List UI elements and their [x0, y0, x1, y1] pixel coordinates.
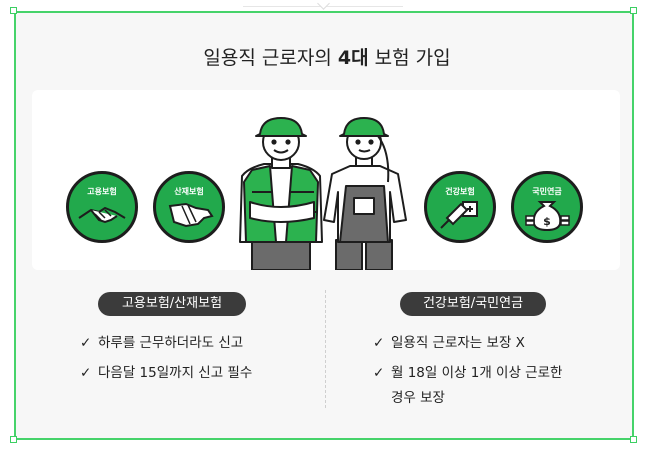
- column-divider: [325, 290, 326, 408]
- pill-health-pension: 건강보험/국민연금: [400, 292, 546, 316]
- list-item: ✓ 다음달 15일까지 신고 필수: [80, 361, 252, 385]
- resize-handle-bottom-right[interactable]: [630, 436, 637, 443]
- check-icon: ✓: [80, 335, 92, 351]
- list-item-text: 경우 보장: [391, 390, 445, 406]
- badge-national-pension: 국민연금 $: [511, 171, 583, 243]
- badge-label: 건강보험: [445, 187, 475, 196]
- list-item-text: 월 18일 이상 1개 이상 근로한: [391, 365, 563, 381]
- list-item-text: 하루를 근무하더라도 신고: [98, 335, 244, 351]
- female-worker: [323, 117, 407, 270]
- pill-employment-industrial: 고용보험/산재보험: [98, 292, 246, 316]
- list-item: ✓ 일용직 근로자는 보장 X: [373, 331, 562, 355]
- title-part2: 보험 가입: [368, 47, 451, 69]
- badge-label: 국민연금: [532, 187, 562, 196]
- check-icon: ✓: [80, 365, 92, 381]
- check-icon: ✓: [373, 365, 385, 381]
- syringe-icon: [440, 201, 478, 229]
- top-tab-notch: [243, 0, 403, 7]
- male-worker: [239, 117, 323, 270]
- money-bag-icon: $: [525, 201, 570, 232]
- resize-handle-top-left[interactable]: [10, 7, 17, 14]
- bandaged-hand-icon: [168, 202, 214, 228]
- resize-handle-top-right[interactable]: [630, 7, 637, 14]
- right-list: ✓ 일용직 근로자는 보장 X ✓ 월 18일 이상 1개 이상 근로한 경우 …: [373, 331, 562, 419]
- workers-illustration: [239, 117, 407, 270]
- list-item-text: 다음달 15일까지 신고 필수: [98, 365, 253, 381]
- title-bold: 4대: [337, 47, 369, 69]
- svg-text:$: $: [543, 215, 551, 228]
- title-part1: 일용직 근로자의: [203, 47, 338, 69]
- badge-industrial-insurance: 산재보험: [153, 171, 225, 243]
- list-item: ✓ 월 18일 이상 1개 이상 근로한: [373, 361, 562, 385]
- left-list: ✓ 하루를 근무하더라도 신고 ✓ 다음달 15일까지 신고 필수: [80, 331, 252, 394]
- badge-health-insurance: 건강보험: [424, 171, 496, 243]
- list-item-continuation: 경우 보장: [373, 386, 562, 410]
- page-title: 일용직 근로자의 4대 보험 가입: [0, 43, 654, 70]
- list-item-text: 일용직 근로자는 보장 X: [391, 335, 525, 351]
- badge-label: 산재보험: [174, 187, 204, 196]
- resize-handle-bottom-left[interactable]: [10, 436, 17, 443]
- list-item: ✓ 하루를 근무하더라도 신고: [80, 331, 252, 355]
- check-icon: ✓: [373, 335, 385, 351]
- handshake-icon: [78, 206, 126, 224]
- badge-employment-insurance: 고용보험: [66, 171, 138, 243]
- badge-label: 고용보험: [87, 187, 117, 196]
